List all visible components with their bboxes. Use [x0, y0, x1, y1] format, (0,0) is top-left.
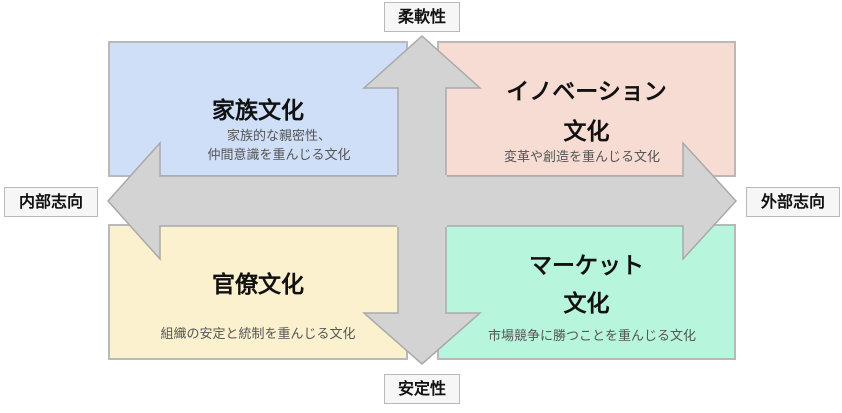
axis-label-stability: 安定性	[384, 374, 460, 404]
title-line: イノベーション	[506, 79, 667, 105]
arrow-overlap	[397, 175, 447, 227]
axis-label-internal: 内部志向	[4, 187, 98, 217]
title-line: マーケット	[529, 253, 644, 279]
axis-label-flexibility: 柔軟性	[384, 2, 460, 32]
title-line: 文化	[563, 291, 610, 317]
title-line: 文化	[563, 119, 610, 145]
description-line: 組織の安定と統制を重んじる文化	[160, 327, 356, 342]
axis-label-external: 外部志向	[746, 187, 840, 217]
innovation-culture-description: 変革や創造を重んじる文化	[462, 148, 702, 167]
market-culture-title: マーケット 文化	[437, 251, 736, 319]
family-culture-description: 家族的な親密性、 仲間意識を重んじる文化	[164, 127, 394, 165]
market-culture-description: 市場競争に勝つことを重んじる文化	[462, 327, 722, 346]
family-culture-title: 家族文化	[108, 96, 408, 126]
bureaucratic-culture-title: 官僚文化	[108, 270, 408, 300]
title-line: 家族文化	[212, 98, 304, 124]
bureaucratic-culture-description: 組織の安定と統制を重んじる文化	[108, 325, 408, 344]
title-line: 官僚文化	[212, 272, 304, 298]
description-line: 変革や創造を重んじる文化	[503, 150, 660, 165]
innovation-culture-title: イノベーション 文化	[437, 77, 736, 147]
description-line: 仲間意識を重んじる文化	[207, 148, 351, 163]
description-line: 市場競争に勝つことを重んじる文化	[487, 329, 696, 344]
description-line: 家族的な親密性、	[226, 129, 331, 144]
